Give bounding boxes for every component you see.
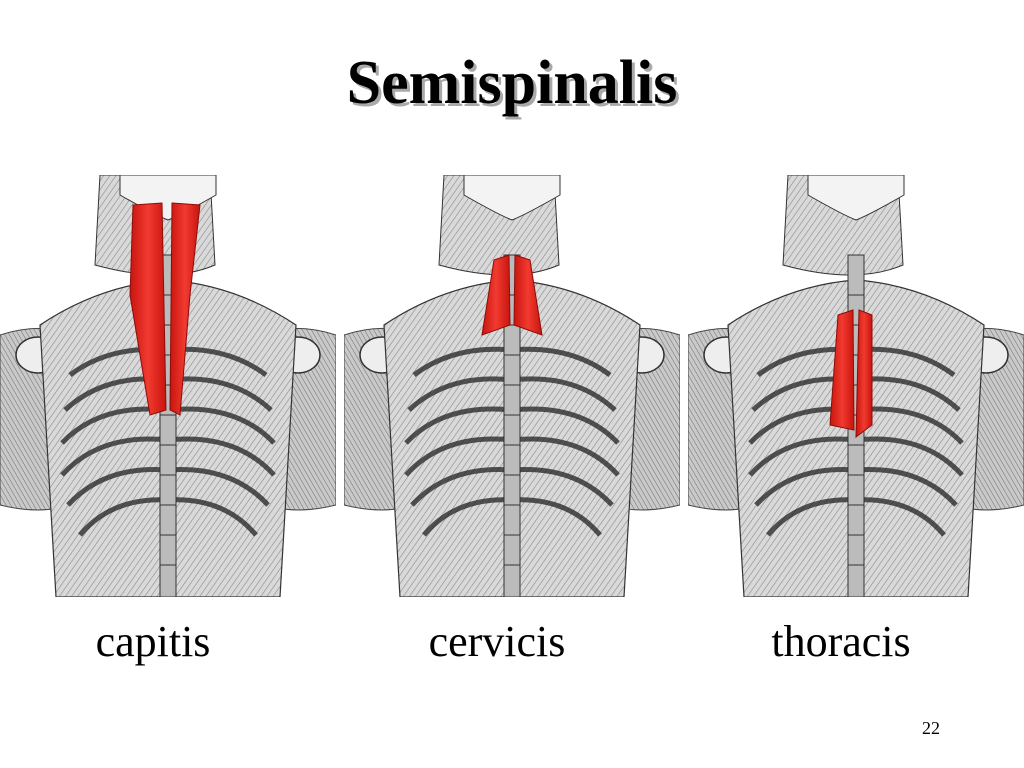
caption-cervicis: cervicis bbox=[428, 617, 566, 666]
page-number: 22 bbox=[922, 718, 940, 738]
caption-capitis: capitis bbox=[95, 617, 211, 666]
highlighted-muscle bbox=[129, 202, 167, 416]
highlighted-muscle bbox=[481, 254, 511, 336]
anatomy-figure-thoracis bbox=[688, 175, 1024, 597]
back-anatomy-illustration bbox=[344, 175, 680, 597]
slide-title: Semispinalis bbox=[346, 49, 678, 117]
back-anatomy-illustration bbox=[0, 175, 336, 597]
anatomy-figure-cervicis bbox=[344, 175, 680, 597]
highlighted-muscle bbox=[829, 309, 855, 431]
back-anatomy-illustration bbox=[688, 175, 1024, 597]
anatomy-figure-capitis bbox=[0, 175, 336, 597]
caption-thoracis: thoracis bbox=[771, 617, 911, 666]
